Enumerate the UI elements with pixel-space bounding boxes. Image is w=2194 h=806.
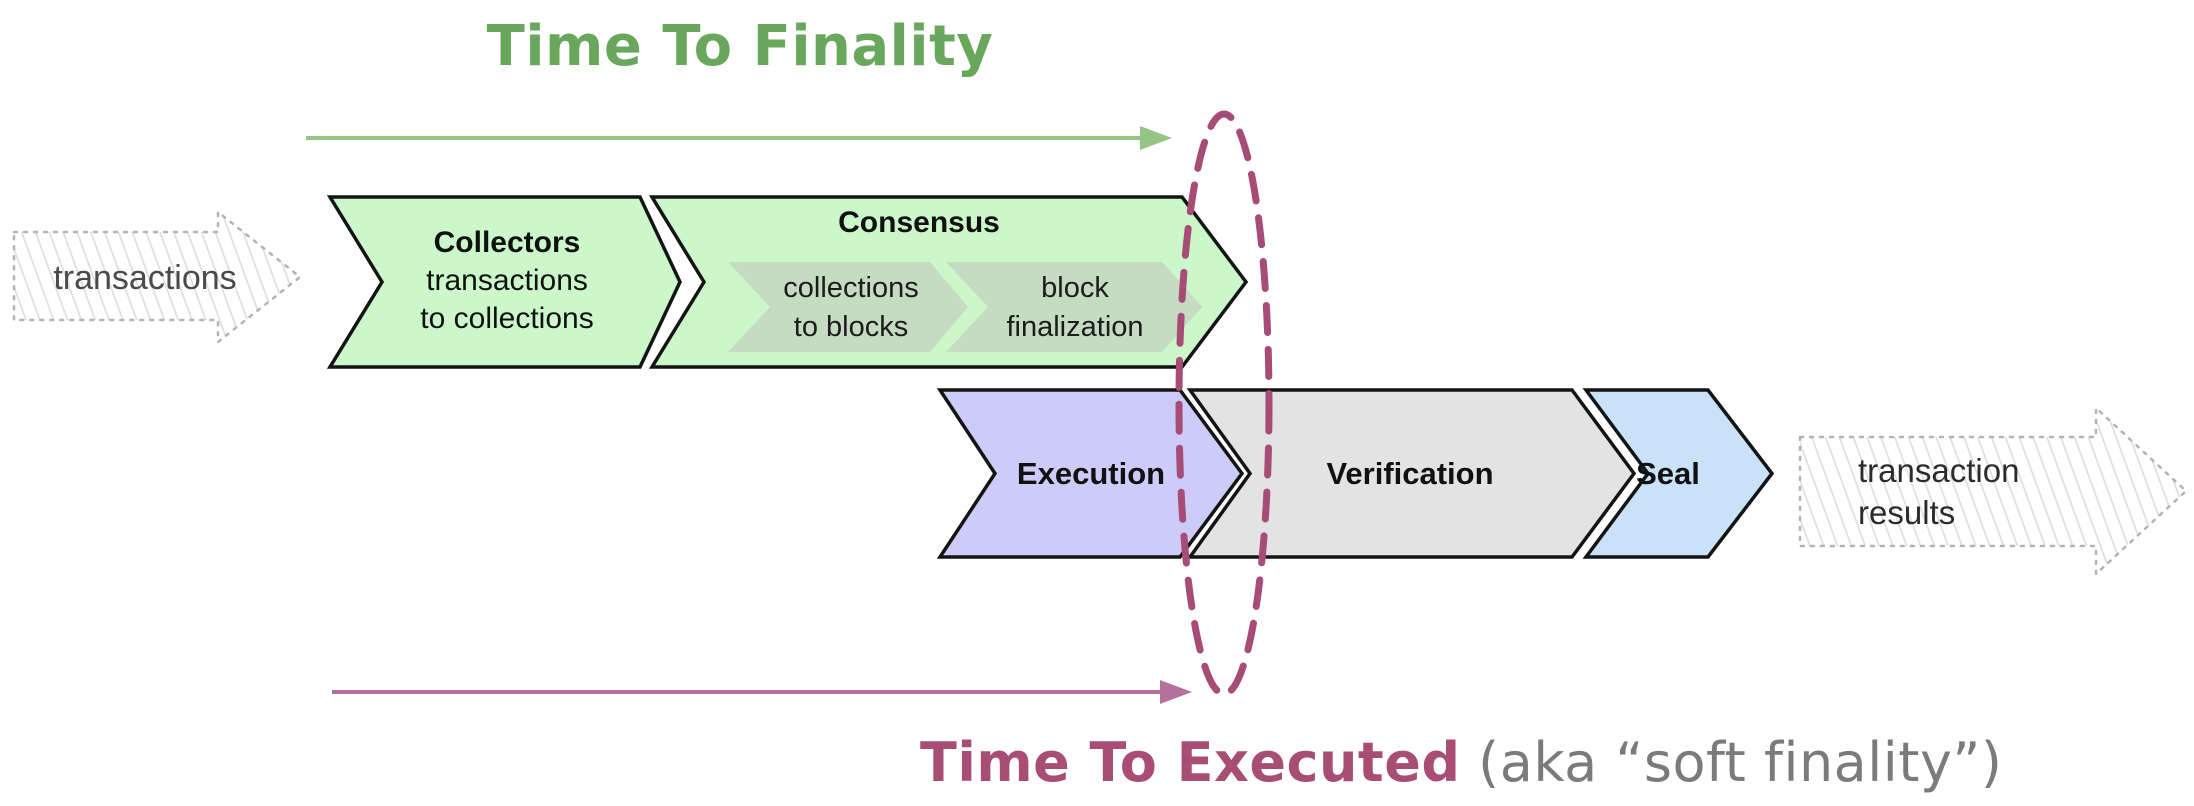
collections-to-blocks-line2: to blocks xyxy=(793,311,909,343)
block-finalization-label: block finalization xyxy=(972,269,1178,347)
transaction-results-line2: results xyxy=(1858,494,1956,531)
seal-stage-name: Seal xyxy=(1636,456,1700,491)
executed-boundary-ellipse xyxy=(1175,110,1273,698)
transactions-input-arrow xyxy=(12,210,302,344)
block-finalization-line1: block xyxy=(1041,272,1109,304)
time-to-executed-title: Time To Executed (aka “soft finality”) xyxy=(920,731,2002,794)
execution-stage-name: Execution xyxy=(1016,456,1166,491)
block-finalization-subchevron xyxy=(946,262,1202,352)
transaction-results-label: transaction results xyxy=(1858,450,2118,534)
collectors-chevron xyxy=(326,195,682,369)
time-to-executed-main: Time To Executed xyxy=(920,731,1461,794)
time-to-executed-arrowhead xyxy=(1160,680,1192,704)
consensus-stage-name: Consensus xyxy=(838,206,1000,239)
collections-to-blocks-label: collections to blocks xyxy=(756,269,946,347)
transaction-results-line1: transaction xyxy=(1858,452,2020,489)
collections-to-blocks-subchevron xyxy=(728,262,968,352)
collectors-stage-subtitle-line2: to collections xyxy=(420,302,594,335)
time-to-finality-title: Time To Finality xyxy=(486,14,994,79)
verification-chevron xyxy=(1186,388,1637,559)
collectors-stage-name: Collectors xyxy=(433,226,581,259)
collections-to-blocks-line1: collections xyxy=(783,272,919,304)
time-to-finality-arrowhead xyxy=(1140,126,1172,150)
time-to-executed-suffix: (aka “soft finality”) xyxy=(1460,731,2003,794)
transactions-input-label: transactions xyxy=(53,259,237,297)
collectors-stage-label: Collectors transactions to collections xyxy=(352,224,662,338)
collectors-stage-subtitle-line1: transactions xyxy=(426,264,588,297)
block-finalization-line2: finalization xyxy=(1006,311,1144,343)
verification-stage-name: Verification xyxy=(1326,456,1494,491)
seal-chevron xyxy=(1582,388,1775,559)
transaction-results-output-arrow xyxy=(1798,406,2188,576)
